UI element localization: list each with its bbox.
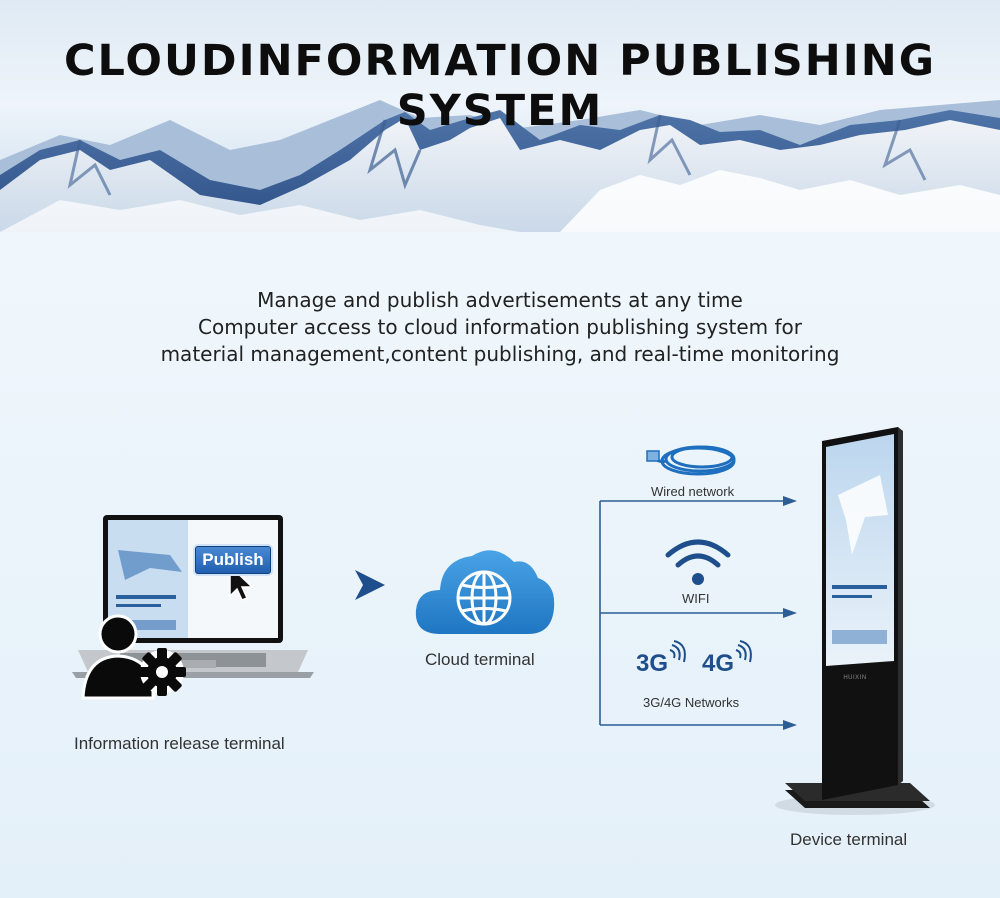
wifi-icon (664, 537, 732, 587)
gear-icon (138, 648, 186, 696)
badge-3g: 3G (636, 650, 668, 678)
publish-button[interactable]: Publish (195, 546, 271, 574)
cloud-terminal-caption: Cloud terminal (425, 650, 535, 670)
mountain-banner: CLOUDINFORMATION PUBLISHING SYSTEM (0, 0, 1000, 232)
device-terminal-caption: Device terminal (790, 830, 907, 850)
signal-4g-icon (732, 640, 756, 664)
publish-button-label: Publish (196, 547, 270, 573)
release-terminal-caption: Information release terminal (74, 734, 285, 754)
intro-line-2: Computer access to cloud information pub… (0, 314, 1000, 341)
intro-text: Manage and publish advertisements at any… (0, 287, 1000, 368)
badge-4g-label: 4G (702, 650, 734, 677)
wired-network-label: Wired network (651, 484, 734, 499)
mobile-networks-label: 3G/4G Networks (643, 695, 739, 710)
signal-3g-icon (666, 640, 690, 664)
badge-4g: 4G (702, 650, 734, 678)
badge-3g-label: 3G (636, 650, 668, 677)
ethernet-cable-icon (645, 437, 740, 482)
user-settings-icon (75, 612, 195, 702)
wifi-label: WIFI (682, 591, 709, 606)
arrow-right-icon (353, 568, 387, 602)
intro-line-3: material management,content publishing, … (0, 341, 1000, 368)
globe-icon (458, 572, 510, 624)
kiosk-device-illustration (770, 425, 935, 820)
kiosk-brand: HUIXIN (838, 666, 872, 684)
cloud-icon (412, 538, 557, 638)
page-title: CLOUDINFORMATION PUBLISHING SYSTEM (0, 36, 1000, 136)
kiosk-brand-label: HUIXIN (843, 675, 866, 681)
intro-line-1: Manage and publish advertisements at any… (0, 287, 1000, 314)
